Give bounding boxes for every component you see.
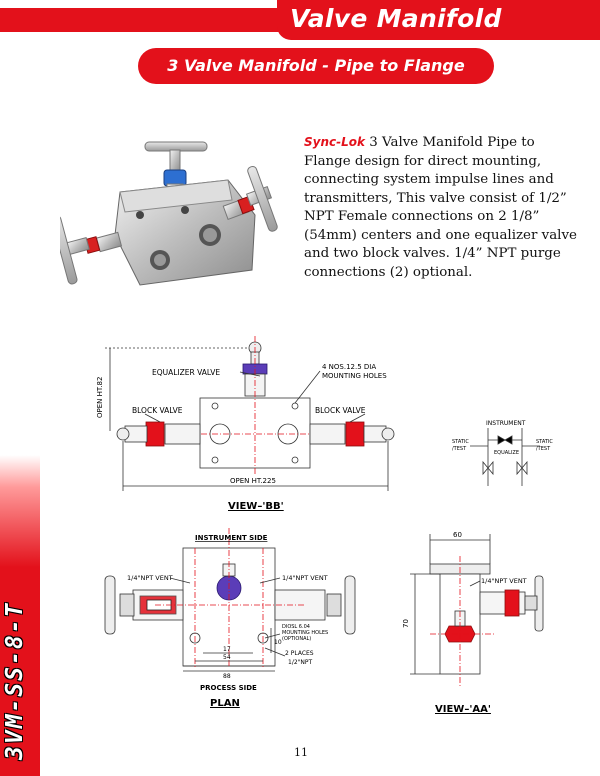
view-bb-drawing: OPEN HT.82 EQUALIZER VALVE 4 NOS.12.5 DI… (96, 336, 395, 512)
label-mounting-holes-2: MOUNTING HOLES (322, 372, 387, 380)
label-vent-right: 1/4"NPT VENT (282, 574, 328, 582)
label-block-valve-left: BLOCK VALVE (132, 406, 183, 415)
label-equalize: EQUALIZE (494, 450, 519, 456)
caption-plan: PLAN (210, 698, 240, 709)
label-vent-aa: 1/4"NPT VENT (481, 577, 527, 585)
label-block-valve-right: BLOCK VALVE (315, 406, 366, 415)
description-text: 3 Valve Manifold Pipe to Flange design f… (304, 135, 577, 280)
dim-88: 88 (223, 673, 231, 680)
product-code: 3VM-SS-8-T (2, 601, 28, 760)
product-description: Sync-Lok 3 Valve Manifold Pipe to Flange… (304, 133, 584, 282)
dim-10: 10 (274, 639, 282, 646)
label-instrument: INSTRUMENT (486, 420, 526, 427)
subtitle: 3 Valve Manifold - Pipe to Flange (167, 56, 465, 75)
subtitle-pill: 3 Valve Manifold - Pipe to Flange (138, 48, 494, 84)
product-photo (60, 141, 278, 286)
view-aa-drawing: 60 70 1/4"NPT VENT VIEW–'AA' (402, 531, 544, 715)
plan-drawing: INSTRUMENT SIDE 1/4"NPT VENT 1/4"NPT VEN… (104, 528, 356, 709)
label-static-right-1: STATIC (536, 439, 553, 445)
label-plan-mount-1: DIOSL 6.04 (282, 624, 310, 630)
label-mounting-holes-1: 4 NOS.12.5 DIA (322, 363, 376, 371)
side-band (0, 455, 40, 776)
label-vent-left: 1/4"NPT VENT (127, 574, 173, 582)
label-plan-mount-3: (OPTIONAL) (282, 636, 311, 642)
caption-view-aa: VIEW–'AA' (435, 704, 491, 715)
dim-60: 60 (453, 531, 462, 539)
dim-17: 17 (223, 646, 231, 653)
label-instrument-side: INSTRUMENT SIDE (195, 534, 268, 542)
header-tab (277, 0, 600, 40)
page-number: 11 (294, 746, 308, 759)
label-equalizer-valve: EQUALIZER VALVE (152, 368, 220, 377)
label-static-left-2: /TEST (452, 446, 467, 452)
label-static-right-2: /TEST (536, 446, 551, 452)
dim-70: 70 (402, 619, 410, 628)
brand-logo: Sync-Lok (304, 135, 365, 149)
dim-open-ht-225: OPEN HT.225 (230, 477, 276, 485)
label-plan-mount-2: MOUNTING HOLES (282, 630, 328, 636)
page-title: Valve Manifold (290, 4, 502, 33)
dim-open-ht-82: OPEN HT.82 (96, 377, 104, 418)
label-two-places: 2 PLACES (285, 650, 314, 657)
instrument-schematic: INSTRUMENT STATIC /TEST STATIC /TEST EQU… (452, 420, 553, 486)
label-static-left-1: STATIC (452, 439, 469, 445)
label-process-side: PROCESS SIDE (200, 684, 257, 692)
caption-view-bb: VIEW–'BB' (228, 501, 284, 512)
label-half-npt: 1/2"NPT (288, 659, 313, 666)
dim-54: 54 (223, 654, 231, 661)
